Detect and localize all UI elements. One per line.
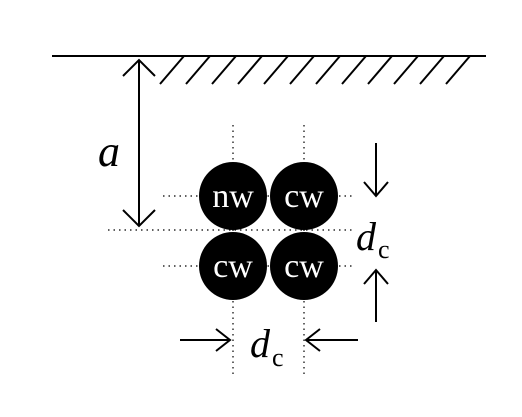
wall-hatching (159, 55, 471, 85)
dimension-a-arrow (122, 58, 156, 228)
dimension-a-label: a (98, 127, 120, 176)
dc-vertical-subscript: c (378, 235, 390, 264)
dc-vertical-symbol: d (356, 214, 377, 259)
cylinder-top-left: nw (199, 162, 267, 230)
dc-horizontal-symbol: d (250, 321, 271, 366)
dc-vertical-arrows (363, 143, 389, 322)
dc-horizontal-label: d c (250, 321, 284, 372)
dc-vertical-label: d c (356, 214, 390, 264)
cylinder-label: cw (284, 248, 324, 285)
cylinder-bottom-right: cw (270, 232, 338, 300)
cylinder-bottom-left: cw (199, 232, 267, 300)
cylinder-label: cw (213, 248, 253, 285)
dc-horizontal-subscript: c (272, 343, 284, 372)
cylinder-label: nw (212, 178, 254, 215)
dc-horizontal-arrows (180, 328, 358, 352)
cylinder-top-right: cw (270, 162, 338, 230)
cylinder-label: cw (284, 178, 324, 215)
